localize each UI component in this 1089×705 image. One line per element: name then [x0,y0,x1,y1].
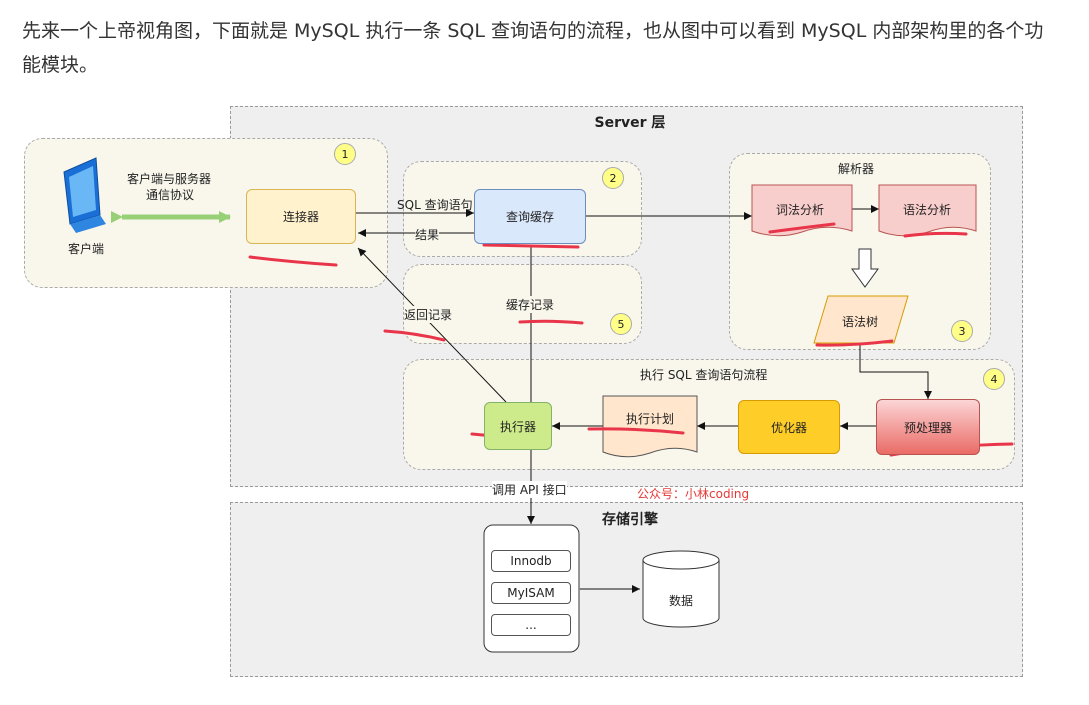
server-layer-title: Server 层 [594,115,666,131]
badge-5: 5 [610,313,632,335]
client-monitor-icon [63,157,106,233]
preprocessor-node: 预处理器 [876,399,980,455]
optimizer-node: 优化器 [738,400,840,454]
engine-innodb: Innodb [491,550,571,572]
exec-plan-shape [602,395,698,458]
storage-engine-title: 存储引擎 [602,512,658,528]
syntax-tree-shape [813,295,909,344]
edge-cache-record-label: 缓存记录 [506,296,555,313]
intro-paragraph: 先来一个上帝视角图，下面就是 MySQL 执行一条 SQL 查询语句的流程，也从… [22,20,1044,76]
connector-node: 连接器 [246,189,356,244]
engine-more: ... [491,614,571,636]
executor-node: 执行器 [484,402,552,450]
exec-flow-title: 执行 SQL 查询语句流程 [640,368,768,382]
parser-title: 解析器 [838,162,875,176]
lexical-shape [751,184,853,237]
data-store-label: 数据 [669,594,694,608]
hollow-down-arrow [851,248,879,288]
protocol-label-line2: 通信协议 [146,188,195,202]
edge-return-record-label: 返回记录 [404,306,453,323]
lexical-label: 词法分析 [776,203,825,217]
exec-plan-label: 执行计划 [626,412,675,426]
engine-myisam: MyISAM [491,582,571,604]
arrow-return-record [357,247,507,403]
badge-2: 2 [602,167,624,189]
syntax-label: 语法分析 [903,203,952,217]
edge-sql-query-label: SQL 查询语句 [397,198,473,212]
client-label: 客户端 [68,242,105,256]
syntax-tree-label: 语法树 [842,315,879,329]
badge-4: 4 [983,368,1005,390]
syntax-shape [878,184,977,237]
edge-result-label: 结果 [415,226,440,243]
data-cylinder [642,560,720,628]
edge-call-api-label: 调用 API 接口 [492,481,567,498]
query-cache-node: 查询缓存 [474,189,586,244]
badge-3: 3 [951,320,973,342]
badge-1: 1 [334,143,356,165]
protocol-label-line1: 客户端与服务器 [127,172,212,186]
watermark: 公众号：小林coding [637,487,750,501]
arrow-tree-preprocessor [859,343,932,399]
